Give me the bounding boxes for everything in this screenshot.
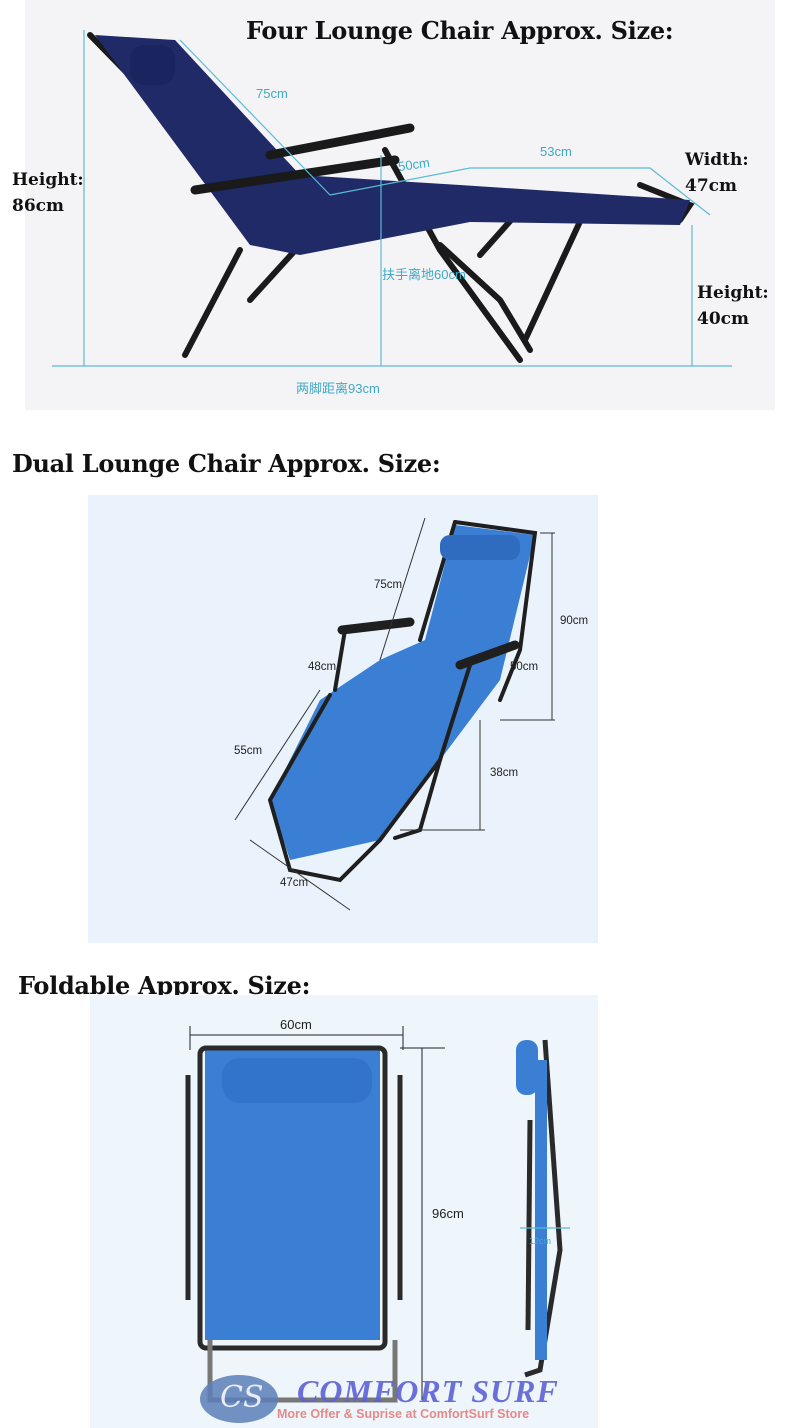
dual-total-height-label: 90cm — [560, 615, 589, 627]
height-label: Height: — [12, 170, 84, 190]
width-value: 47cm — [685, 176, 737, 196]
four-lounge-chair-diagram — [52, 30, 732, 367]
headrest-pillow — [130, 45, 175, 85]
dual-leg-length-label: 55cm — [234, 745, 263, 757]
brand-tagline: More Offer & Suprise at ComfortSurf Stor… — [277, 1407, 530, 1421]
logo-letters: CS — [220, 1380, 264, 1415]
width-label: Width: — [685, 150, 749, 170]
leg-length-label: 53cm — [540, 144, 572, 159]
four-lounge-title: Four Lounge Chair Approx. Size: — [246, 16, 674, 45]
height-value: 86cm — [12, 196, 64, 216]
height-dimension: Height: 86cm — [12, 167, 84, 219]
dual-seat-height-label: 38cm — [490, 767, 519, 779]
dual-armrest-width-label: 50cm — [510, 661, 539, 673]
armrest-height-label: 扶手离地60cm — [382, 267, 466, 282]
foldable-width-label: 60cm — [280, 1017, 312, 1032]
leg-span-label: 两脚距离93cm — [296, 381, 380, 396]
dual-lounge-title: Dual Lounge Chair Approx. Size: — [12, 449, 441, 478]
fabric-seat — [95, 35, 690, 255]
width-dimension: Width: 47cm — [685, 147, 749, 199]
seat-height-label: Height: — [697, 283, 769, 303]
foldable-panel — [90, 995, 598, 1428]
dual-seat-width-label: 48cm — [308, 661, 337, 673]
back-length-label: 75cm — [256, 86, 288, 101]
foldable-height-label: 96cm — [432, 1206, 464, 1221]
armrest-right — [190, 155, 400, 195]
armrest-left — [265, 123, 415, 160]
brand-name: COMFORT SURF — [297, 1373, 559, 1409]
dual-back-length-label: 75cm — [374, 579, 403, 591]
seat-height-dimension: Height: 40cm — [697, 280, 769, 332]
dual-lounge-panel — [88, 495, 598, 943]
comfort-surf-logo — [200, 1375, 278, 1423]
seat-height-value: 40cm — [697, 309, 749, 329]
rear-leg — [182, 247, 243, 358]
dual-foot-width-label: 47cm — [280, 877, 309, 889]
foldable-thickness-label: 12cm — [529, 1236, 552, 1246]
